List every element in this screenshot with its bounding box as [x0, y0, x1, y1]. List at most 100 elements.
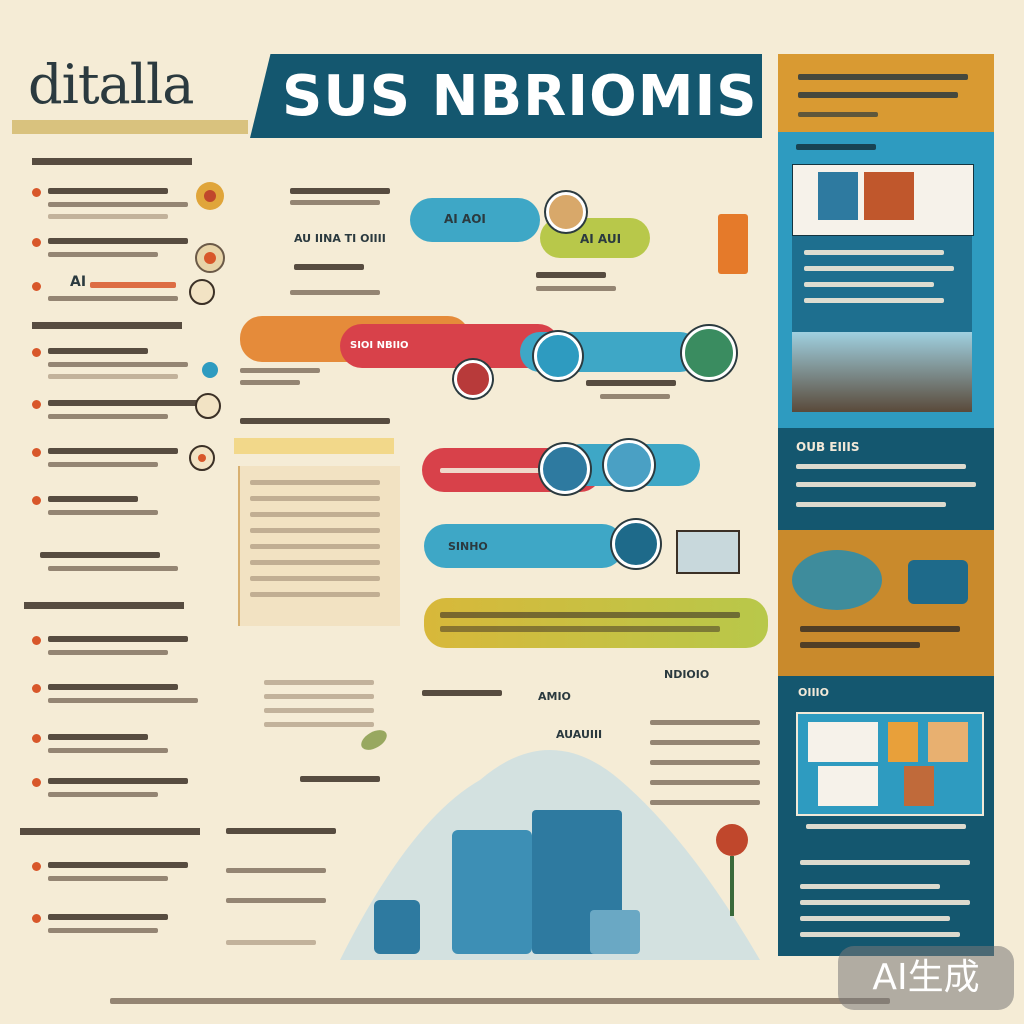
text-line: [536, 272, 606, 278]
right-panel-illustration: [778, 530, 994, 676]
left-item-title: [90, 282, 176, 288]
flow-label-5: SINHO: [448, 540, 488, 553]
flow-ribbon-teal-top: [410, 198, 540, 242]
logo-tagline-bar: [12, 120, 248, 134]
ribbon-text: [440, 612, 740, 618]
panel-heading-line: [798, 74, 968, 80]
left-item-line: [48, 698, 198, 703]
panel-text-line: [800, 900, 970, 905]
flower-icon: [716, 824, 748, 916]
target-icon: [189, 445, 215, 471]
bullet-icon: [32, 914, 41, 923]
text-line: [264, 694, 374, 699]
left-item-title: [48, 778, 188, 784]
bullet-icon: [32, 400, 41, 409]
text-line: [650, 800, 760, 805]
left-item-title: [48, 400, 198, 406]
small-box-icon: [590, 910, 640, 954]
bullet-icon: [32, 734, 41, 743]
text-line: [250, 512, 380, 517]
bullet-icon: [32, 684, 41, 693]
badge-landscape-icon: [546, 192, 586, 232]
text-line: [250, 480, 380, 485]
flow-label-7: AUAUIII: [556, 728, 603, 741]
badge-landscape-icon: [682, 326, 736, 380]
text-line: [536, 286, 616, 291]
vase-icon: [374, 900, 420, 954]
text-line: [226, 828, 336, 834]
center-label: AU IINA TI OIIII: [294, 232, 386, 245]
bullet-icon: [32, 238, 41, 247]
text-line: [250, 560, 380, 565]
left-item-line: [48, 650, 168, 655]
left-item-title: [48, 734, 148, 740]
bullet-icon: [32, 496, 41, 505]
left-item-title: [48, 684, 178, 690]
jar-icon: [452, 830, 532, 954]
left-item-line: [48, 462, 158, 467]
text-line: [240, 380, 300, 385]
text-line: [264, 680, 374, 685]
bottom-illustration: [340, 730, 760, 960]
left-item-line: [48, 748, 168, 753]
text-line: [240, 368, 320, 373]
text-line: [264, 708, 374, 713]
right-panel-media: [778, 132, 994, 428]
bullet-icon: [32, 862, 41, 871]
left-item-title: [48, 862, 188, 868]
text-line: [250, 496, 380, 501]
left-item-title: [48, 914, 168, 920]
photo-stack-icon: [718, 214, 748, 274]
left-item-line: [48, 414, 168, 419]
bullet-icon: [32, 282, 41, 291]
text-line: [294, 264, 364, 270]
flow-label-8: AMIO: [538, 690, 571, 703]
panel-text-line: [800, 626, 960, 632]
text-line: [600, 394, 670, 399]
bullet-icon: [32, 778, 41, 787]
left-item-line: [48, 362, 188, 367]
left-item-title: [48, 238, 188, 244]
bullet-icon: [32, 188, 41, 197]
badge-globe-icon: [534, 332, 582, 380]
panel-text-line: [804, 282, 934, 287]
text-line: [650, 720, 760, 725]
left-item-line: [48, 374, 178, 379]
text-line: [264, 722, 374, 727]
badge-red-icon: [454, 360, 492, 398]
illustration-icons-column: [189, 182, 225, 471]
gallery-thumbnail: [818, 766, 878, 806]
panel-text-line: [800, 860, 970, 865]
left-item-line: [48, 252, 158, 257]
plate-icon: [189, 279, 215, 305]
media-thumbnail: [864, 172, 914, 220]
text-line: [650, 780, 760, 785]
text-line: [250, 528, 380, 533]
footer-text-line: [110, 998, 890, 1004]
panel-text-line: [804, 250, 944, 255]
right-panel-info: OUB EIIIS: [778, 428, 994, 530]
flow-ribbon-teal-3: [424, 524, 624, 568]
panel-heading: OIIIO: [798, 686, 829, 699]
text-line: [586, 380, 676, 386]
left-item-title: [48, 496, 138, 502]
ai-tag: AI: [70, 274, 87, 290]
landscape-photo: [792, 332, 972, 412]
logo-wordmark: ditalla: [28, 53, 194, 116]
text-highlight-box: [234, 438, 394, 454]
left-item-line: [48, 296, 178, 301]
text-line: [290, 188, 390, 194]
panel-text-line: [800, 884, 940, 889]
left-item-title: [48, 448, 178, 454]
page-title: SUS NBRIOMIS: [282, 64, 758, 129]
text-line: [250, 544, 380, 549]
island-icon: [792, 550, 882, 610]
left-item-line: [48, 214, 168, 219]
left-item-line: [48, 510, 158, 515]
left-item-line: [48, 928, 158, 933]
gallery-thumbnail: [808, 722, 878, 762]
center-left-textblock: AU IINA TI OIIII: [230, 180, 400, 740]
left-item-line: [48, 566, 178, 571]
flow-label-1: AI AOI: [444, 212, 486, 226]
text-line: [650, 760, 760, 765]
